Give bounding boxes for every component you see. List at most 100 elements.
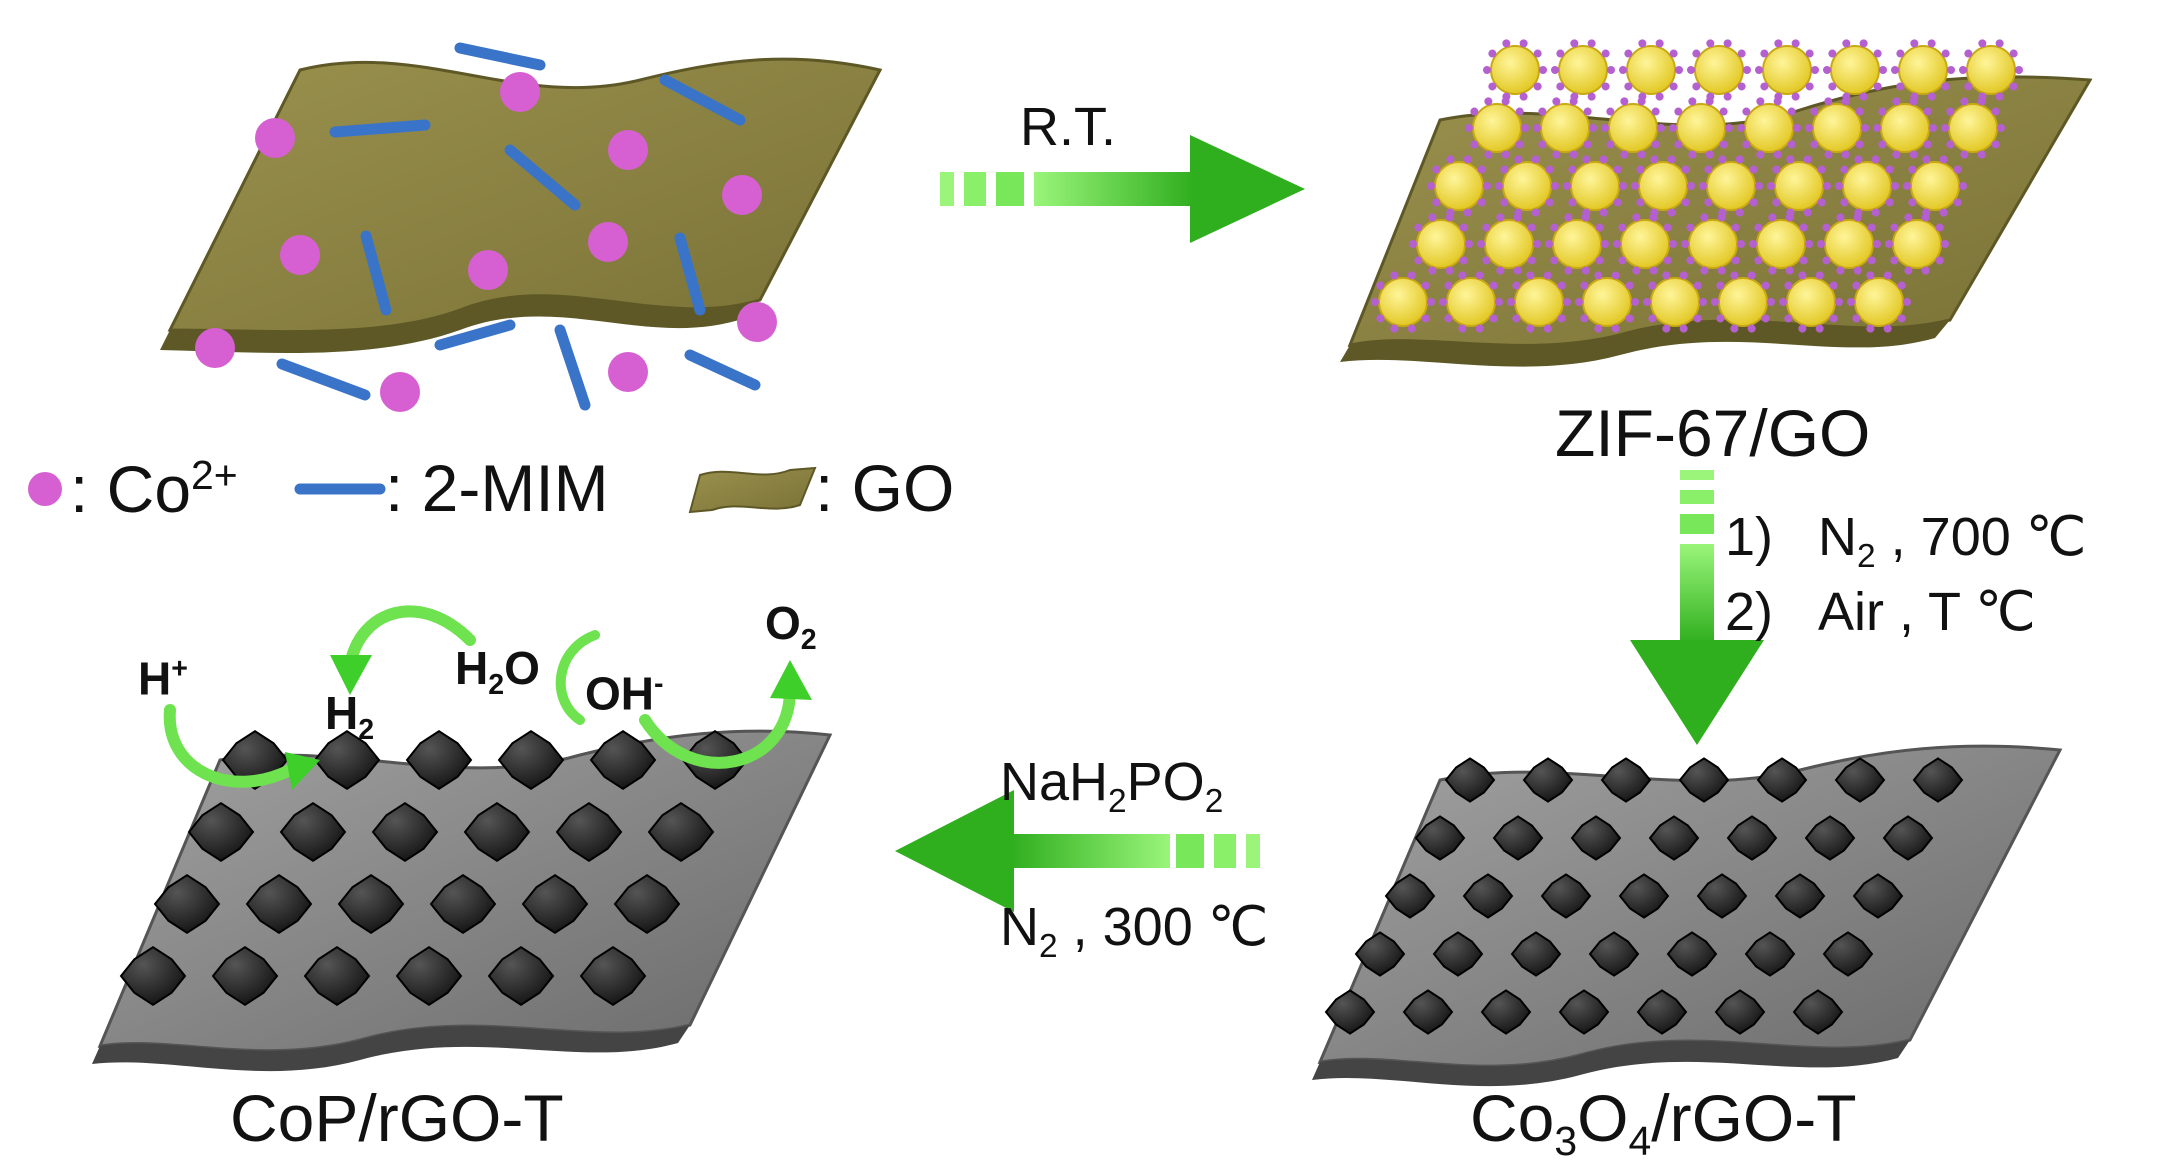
- zif-67-crystal: [1371, 271, 1435, 333]
- particle: [589, 730, 657, 790]
- h-plus-label: H+: [138, 652, 188, 705]
- particle: [487, 946, 555, 1006]
- 2-mim-icon: [674, 232, 706, 316]
- particle: [579, 946, 647, 1006]
- co3o4-rgo-panel: [1312, 744, 2063, 1087]
- 2-mim-icon: [434, 319, 516, 351]
- curved-arrow-icon: [163, 704, 320, 790]
- o2-label: O2: [765, 600, 817, 655]
- mim-sticks: [276, 42, 761, 411]
- 2-mim-icon: [360, 230, 392, 316]
- step-1-gas-sub: 2: [1857, 537, 1876, 575]
- co3o4-co-sub: 3: [1554, 1118, 1578, 1165]
- particle: [1636, 989, 1688, 1035]
- particle: [1480, 989, 1532, 1035]
- particle: [647, 802, 715, 862]
- co-ion-icon: [280, 235, 320, 275]
- particle: [1444, 757, 1496, 803]
- oh-label: OH-: [585, 670, 664, 717]
- step-1-number: 1): [1725, 507, 1774, 567]
- curved-arrow-icon: [555, 630, 600, 725]
- 2-mim-icon: [454, 42, 546, 71]
- co-ion-icon: [500, 72, 540, 112]
- zif-67-crystal: [1681, 213, 1745, 275]
- o2-o: O: [765, 597, 801, 649]
- h2o-label: H2O: [455, 645, 540, 700]
- calcination-step-2: 2) Air , T ℃: [1725, 585, 2036, 639]
- particle: [613, 874, 681, 934]
- particle: [1354, 931, 1406, 977]
- zif-67-crystal: [1551, 39, 1615, 101]
- cop-rgo-panel: [92, 729, 833, 1072]
- zif-67-crystal: [1699, 155, 1763, 217]
- co3o4-rgo-label: Co3O4/rGO-T: [1470, 1085, 1857, 1162]
- zif-67-crystal: [1959, 39, 2023, 101]
- 2-mim-icon: [684, 349, 761, 391]
- h-plus-charge: +: [171, 653, 188, 685]
- particle: [1522, 757, 1574, 803]
- co-ion-icon: [380, 372, 420, 412]
- particle: [1492, 815, 1544, 861]
- particle: [337, 874, 405, 934]
- curved-arrow-icon: [639, 660, 812, 769]
- green-arrow-icon: [1630, 470, 1764, 745]
- zif-67-crystal: [1891, 39, 1955, 101]
- conditions-temp: , 300 ℃: [1057, 897, 1269, 957]
- zif-67-crystal: [1427, 155, 1491, 217]
- co-ion-icon: [468, 250, 508, 290]
- particle: [395, 946, 463, 1006]
- co-ion-icon: [195, 328, 235, 368]
- co-ion-icon: [608, 130, 648, 170]
- step-2-text: Air , T ℃: [1818, 582, 2036, 642]
- go-sheet-icon: [688, 466, 817, 514]
- particle: [1324, 989, 1376, 1035]
- particle: [405, 730, 473, 790]
- 2-mim-icon: [554, 324, 591, 411]
- co-ions: [195, 72, 777, 412]
- zif-67-crystal: [1643, 271, 1707, 333]
- zif-67-crystal: [1507, 271, 1571, 333]
- co3o4-co: Co: [1470, 1081, 1555, 1155]
- 2-mim-icon: [659, 74, 746, 126]
- zif-67-go-panel: [1340, 39, 2093, 367]
- particle: [1726, 815, 1778, 861]
- particle: [1600, 757, 1652, 803]
- particle: [1648, 815, 1700, 861]
- particle: [1558, 989, 1610, 1035]
- particle: [1618, 873, 1670, 919]
- zif-67-crystal: [1885, 213, 1949, 275]
- particle: [371, 802, 439, 862]
- co-ion-icon: [588, 222, 628, 262]
- h2-label: H2: [325, 690, 374, 745]
- particle: [1678, 757, 1730, 803]
- legend-co: : Co2+: [70, 455, 238, 522]
- zif-67-go-label: ZIF-67/GO: [1555, 396, 1871, 470]
- zif-67-crystal: [1823, 39, 1887, 101]
- particle: [521, 874, 589, 934]
- step-1-temp: , 700 ℃: [1875, 507, 2087, 567]
- zif-67-crystal: [1737, 97, 1801, 159]
- h2o-sub: 2: [488, 669, 505, 702]
- particle: [1882, 815, 1934, 861]
- zif-67-crystal: [1847, 271, 1911, 333]
- particle: [1462, 873, 1514, 919]
- particle: [1774, 873, 1826, 919]
- 2-mim-icon: [504, 144, 581, 211]
- particle: [1510, 931, 1562, 977]
- particle: [245, 874, 313, 934]
- particle: [1696, 873, 1748, 919]
- particle: [279, 802, 347, 862]
- zif-67-crystal: [1631, 155, 1695, 217]
- zif-67-crystal: [1465, 97, 1529, 159]
- zif-67-crystal: [1619, 39, 1683, 101]
- conditions-gas: N: [1000, 897, 1039, 957]
- h-plus-h: H: [138, 652, 172, 705]
- 2-mim-icon: [276, 358, 371, 401]
- zif-67-crystal: [1941, 97, 2005, 159]
- zif-67-crystal: [1409, 213, 1473, 275]
- rt-label: R.T.: [1020, 97, 1117, 157]
- zif-67-crystal: [1601, 97, 1665, 159]
- zif-67-crystal: [1439, 271, 1503, 333]
- zif-67-crystal: [1711, 271, 1775, 333]
- zif-67-crystal: [1873, 97, 1937, 159]
